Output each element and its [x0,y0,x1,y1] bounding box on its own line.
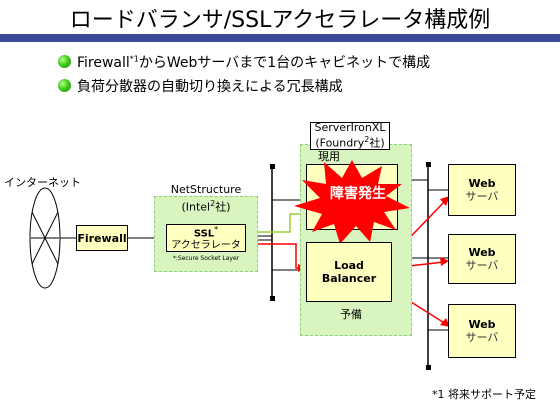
web-server-3-line2: サーバ [465,331,499,344]
serveriron-title: ServerIronXL [314,121,386,135]
active-label: 現用 [318,150,340,163]
footnote-mark: *1 [432,388,445,401]
netstructure-vendor: (Intel2社) [181,199,231,214]
page-title: ロードバランサ/SSLアクセラレータ構成例 [69,8,491,33]
bullet-1-sup: *1 [129,54,139,64]
standby-label: 予備 [340,308,362,321]
footnote-text: 将来サポート予定 [448,388,536,401]
web-server-2-line2: サーバ [465,259,499,272]
web-server-3: Web サーバ [448,304,516,358]
serveriron-vendor: (Foundry2社) [315,135,385,150]
title-underline [0,34,560,42]
failure-label: 障害発生 [330,186,386,202]
bullet-1-text-a: Firewall [77,55,130,71]
ssl-accelerator-line2: アクセラレータ [171,240,241,252]
web-server-3-line1: Web [468,318,496,331]
bullet-item-1: Firewall*1からWebサーバまで1台のキャビネットで構成 [58,52,430,72]
ssl-accelerator-device: SSL* アクセラレータ [166,224,246,252]
firewall-device: Firewall [76,225,128,251]
footnote: *1 将来サポート予定 [432,388,556,401]
web-server-1: Web サーバ [448,164,516,216]
firewall-label: Firewall [77,231,127,245]
bullet-item-2: 負荷分散器の自動切り換えによる冗長構成 [58,76,343,96]
serveriron-title-box: ServerIronXL (Foundry2社) [310,122,390,150]
load-balancer-label: Load Balancer [321,259,377,285]
netstructure-title: NetStructure [170,183,242,196]
internet-label: インターネット [4,176,81,189]
ssl-accelerator-line1: SSL* [193,224,219,240]
web-server-1-line1: Web [468,177,496,190]
green-bullet-icon [58,79,71,92]
web-server-2-line1: Web [468,246,496,259]
web-server-2: Web サーバ [448,234,516,284]
green-bullet-icon [58,55,71,68]
bullet-2-text: 負荷分散器の自動切り換えによる冗長構成 [77,79,343,95]
web-server-1-line2: サーバ [465,190,499,203]
ssl-footnote: *:Secure Socket Layer [172,255,240,262]
bullet-1-text-b: からWebサーバまで1台のキャビネットで構成 [138,55,431,71]
standby-load-balancer: Load Balancer [306,242,392,302]
